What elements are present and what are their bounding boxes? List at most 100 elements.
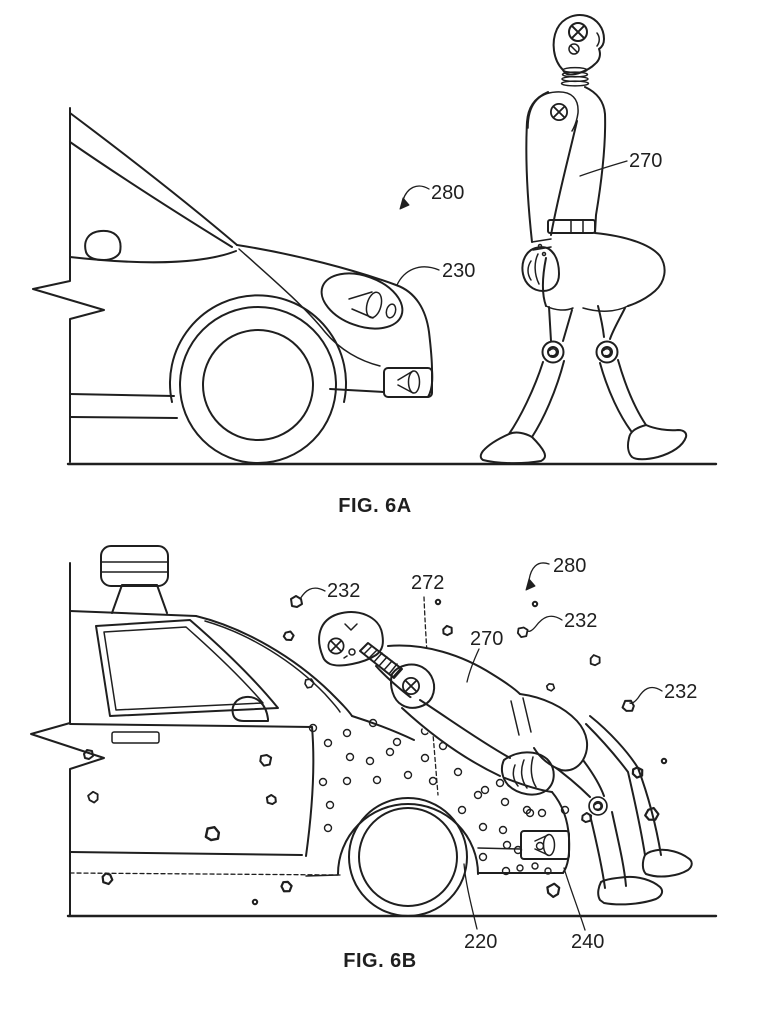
roof-line xyxy=(69,610,197,617)
front-shoe xyxy=(479,431,546,465)
label-232-left: 232 xyxy=(299,580,360,602)
impacted-dummy-270-drawing xyxy=(318,611,693,906)
fog-light-housing xyxy=(383,367,433,398)
label-232-right-upper: 232 xyxy=(527,610,597,632)
label-270-6b: 270 xyxy=(466,628,503,683)
arrowhead-280-6b xyxy=(525,578,536,591)
label-220: 220 xyxy=(463,863,497,953)
beltline-6b xyxy=(69,723,313,728)
vehicle-230-drawing xyxy=(32,107,434,464)
label-270-6a-text: 270 xyxy=(629,150,662,172)
head-target-icon-6b xyxy=(327,637,345,655)
leader-220 xyxy=(463,863,478,930)
figure-6b: 232 272 280 232 270 232 220 240 xyxy=(30,545,718,972)
brow-mark-6b xyxy=(344,623,358,631)
label-232-right-upper-text: 232 xyxy=(564,610,597,632)
bumper-seam xyxy=(477,847,522,850)
headlight-small-lamp xyxy=(385,303,397,319)
figure-6a: 280 230 270 FIG. 6A xyxy=(32,14,718,517)
leader-230 xyxy=(396,266,440,286)
shorts-hem xyxy=(545,305,629,312)
windshield-lower-edge xyxy=(69,141,233,248)
vehicle-break-line-6b xyxy=(30,562,105,917)
torso-back-edge xyxy=(584,86,607,234)
underbody-front xyxy=(329,388,385,393)
rear-shoe xyxy=(627,424,688,461)
rocker-dotted-line xyxy=(69,872,341,876)
a-pillar-outer xyxy=(195,615,353,717)
door-handle xyxy=(111,731,160,744)
knee-joint-icon-6b xyxy=(588,796,608,816)
hood-edge-left xyxy=(351,715,415,741)
label-280-6a-text: 280 xyxy=(431,182,464,204)
leader-232-right-lower xyxy=(629,686,663,704)
fender-crease xyxy=(238,248,381,367)
fog-light-lens-6b xyxy=(542,833,556,857)
dummy-head xyxy=(552,14,605,76)
torso-back-edge-6b xyxy=(387,644,521,695)
neck-spring-6b xyxy=(359,642,403,679)
arrow-280-6b xyxy=(528,562,550,581)
ear-ring-6b xyxy=(348,648,356,656)
rocker-line-6b xyxy=(69,851,303,856)
arm-inner-edge xyxy=(550,120,578,236)
headlight-cone xyxy=(348,291,374,319)
leader-232-right-upper xyxy=(527,615,563,632)
near-shin xyxy=(589,811,627,889)
shoulder-panel xyxy=(527,91,579,132)
front-nose-edge xyxy=(551,791,571,874)
label-270-6b-text: 270 xyxy=(470,628,503,650)
ear-ring xyxy=(568,43,580,55)
dummy-head-6b xyxy=(318,611,384,667)
vehicle-break-line xyxy=(32,107,105,463)
neck-spring-coil xyxy=(560,80,590,87)
tire-outer xyxy=(179,306,337,464)
label-232-left-text: 232 xyxy=(327,580,360,602)
leader-270-6b xyxy=(466,648,480,683)
tire-outer-6b xyxy=(348,797,468,917)
arm-6b xyxy=(401,699,511,777)
sensor-dome-bands xyxy=(100,561,169,573)
caption-fig-6a: FIG. 6A xyxy=(338,495,412,517)
side-mirror-6b xyxy=(231,695,269,722)
side-window-inner xyxy=(103,626,264,711)
wheel-rim-6b xyxy=(358,807,458,907)
front-knee-joint-icon xyxy=(541,340,565,364)
side-window-outer xyxy=(95,619,279,717)
label-240-text: 240 xyxy=(571,931,604,953)
arrowhead-280-6a xyxy=(399,197,410,210)
hand-6b xyxy=(500,751,555,796)
sensor-mount xyxy=(111,584,168,614)
rear-thigh xyxy=(597,305,626,340)
label-280-6a: 280 xyxy=(399,182,464,210)
front-shin xyxy=(508,360,565,438)
headlight xyxy=(320,272,404,330)
wheel-rim xyxy=(202,329,314,441)
shoulder-target-icon xyxy=(550,103,568,121)
rear-shin xyxy=(599,359,647,432)
caption-fig-6b: FIG. 6B xyxy=(343,950,417,972)
door-seam xyxy=(305,726,315,857)
label-280-6b: 280 xyxy=(525,555,586,591)
fog-light-lens xyxy=(407,370,421,394)
far-boot xyxy=(641,848,693,878)
roof-sensor-dome xyxy=(100,545,169,587)
vehicle-drawing-6b xyxy=(30,545,571,917)
head-target-icon xyxy=(568,22,588,42)
label-230-6a: 230 xyxy=(396,260,475,286)
label-272-text: 272 xyxy=(411,572,444,594)
shoulder-panel-6b xyxy=(390,663,436,709)
pelvis-front xyxy=(542,257,547,307)
near-boot xyxy=(597,875,664,906)
leader-270-6a xyxy=(579,160,628,177)
belt-lines-6b xyxy=(510,697,532,736)
front-thigh xyxy=(548,306,573,342)
rocker-lines xyxy=(69,393,178,419)
finger-lines xyxy=(527,253,540,285)
pedestrian-dummy-270-drawing xyxy=(479,14,688,465)
finger-lines-6b xyxy=(512,756,537,789)
label-220-text: 220 xyxy=(464,931,497,953)
fog-light-cone xyxy=(397,370,414,394)
